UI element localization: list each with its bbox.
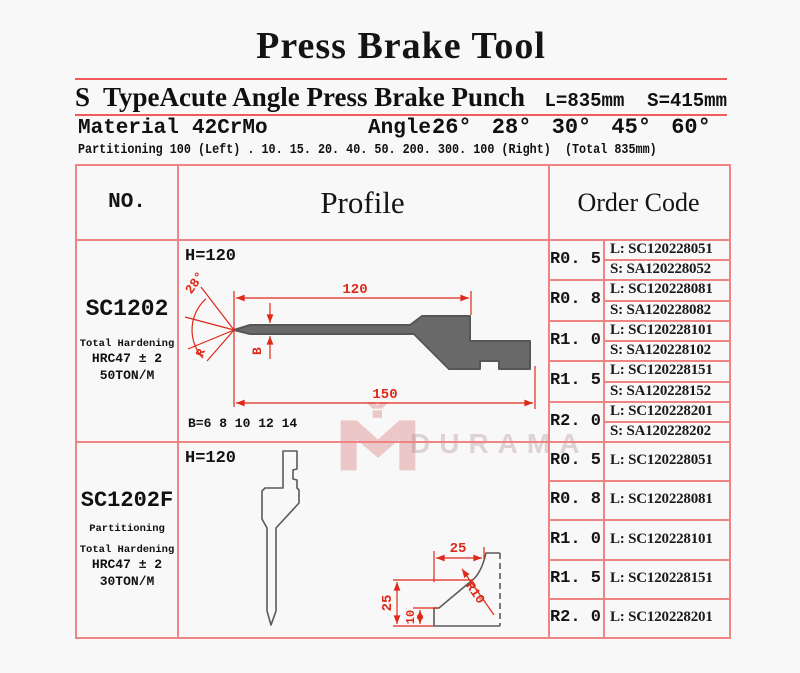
blade-widths-note: B=6 8 10 12 14 (188, 416, 297, 431)
length-specs: L=835mm S=415mm (545, 90, 727, 112)
table-line (77, 239, 729, 241)
hardness-note: HRC47 ± 2 (91, 351, 163, 367)
table-line (603, 421, 729, 423)
model-number: SC1202 (85, 296, 169, 323)
product-type-title: S TypeAcute Angle Press Brake Punch (75, 82, 525, 113)
hardening-note: Total Hardening (79, 338, 175, 351)
table-line (603, 239, 605, 637)
dim-relief-radius: R10 (462, 579, 488, 607)
dim-tip-angle: 28° (182, 269, 208, 297)
page-title: Press Brake Tool (256, 25, 546, 67)
dim-total-width: 150 (372, 387, 397, 403)
divider-line-mid (75, 114, 727, 116)
column-header-no: NO. (108, 191, 146, 214)
order-radius-cell: R0. 5 (549, 451, 601, 470)
order-code-cell: L: SC120228201 (610, 609, 713, 625)
dim-top-width: 120 (342, 282, 367, 298)
order-radius-cell: R0. 8 (549, 290, 601, 309)
table-line (548, 279, 729, 281)
table-line (548, 401, 729, 403)
order-code-cell: L: SC120228151 (610, 570, 713, 586)
table-line (177, 166, 179, 637)
segment-spec: S=415mm (647, 90, 727, 112)
table-line (603, 300, 729, 302)
watermark-text: DURAMA (410, 428, 589, 459)
table-line (77, 441, 729, 443)
order-code-cell: L: SC120228051 (610, 240, 713, 257)
length-spec: L=835mm (544, 90, 625, 112)
order-code-cell: L: SC120228081 (610, 491, 713, 507)
order-radius-cell: R1. 0 (549, 330, 601, 350)
tonnage-note: 30TON/M (99, 573, 155, 589)
no-cell-sc1202: SC1202 Total Hardening HRC47 ± 2 50TON/M (77, 239, 177, 441)
dim-shoulder-width: 25 (450, 541, 467, 557)
profile-drawing-sc1202f: H=120 25 25 10 R10 (185, 449, 501, 627)
tonnage-note: 50TON/M (99, 367, 155, 383)
dim-shoulder-height: 25 (380, 595, 396, 612)
order-radius-cell: R2. 0 (549, 608, 601, 627)
table-line (603, 340, 729, 342)
order-radius-cell: R0. 8 (549, 490, 601, 509)
height-label: H=120 (185, 247, 236, 266)
height-label: H=120 (185, 449, 236, 468)
order-radius-cell: R1. 5 (549, 569, 601, 588)
punch-outline-view (261, 450, 300, 626)
order-radius-cell: R1. 0 (549, 529, 601, 549)
table-line (603, 381, 729, 383)
dim-tip-radius: R (193, 346, 209, 358)
order-code-cell: L: SC120228101 (610, 530, 713, 547)
order-code-cell: L: SC120228101 (610, 321, 713, 338)
profile-drawing-sc1202: H=120 120 150 28° R B B=6 8 10 12 (182, 247, 536, 431)
no-cell-sc1202f: SC1202F Partitioning Total Hardening HRC… (77, 441, 177, 637)
table-line (548, 559, 729, 561)
table-line (548, 519, 729, 521)
angle-label: Angle (368, 117, 432, 140)
order-code-cell: L: SC120228151 (610, 362, 713, 378)
column-header-order-code: Order Code (577, 187, 700, 217)
punch-side-view (233, 315, 531, 370)
model-number: SC1202F (80, 488, 174, 514)
angle-values: 26° 28° 30° 45° 60° (432, 115, 711, 140)
material-label: Material (78, 117, 179, 140)
hardening-note: Total Hardening (79, 544, 175, 557)
type-label: S Type (75, 82, 160, 112)
partitioning-note: Partitioning 100 (Left) . 10. 15. 20. 40… (78, 142, 657, 158)
table-line (548, 320, 729, 322)
table-line (548, 598, 729, 600)
order-code-cell: S: SA120228102 (610, 341, 711, 358)
subtitle-row: S TypeAcute Angle Press Brake Punch L=83… (75, 82, 727, 113)
dim-relief-height: 10 (404, 610, 418, 624)
order-code-cell: L: SC120228201 (610, 402, 713, 419)
dimension-lines (184, 286, 536, 409)
order-radius-cell: R2. 0 (549, 411, 601, 431)
order-code-cell: L: SC120228081 (610, 281, 713, 297)
order-code-cell: S: SA120228152 (610, 382, 711, 399)
product-name: Acute Angle Press Brake Punch (159, 82, 526, 112)
column-header-profile: Profile (320, 184, 405, 220)
order-code-cell: S: SA120228082 (610, 301, 711, 318)
order-radius-cell: R0. 5 (549, 249, 601, 269)
table-line (603, 259, 729, 261)
material-value: 42CrMo (192, 117, 268, 140)
order-code-cell: S: SA120228052 (610, 260, 711, 277)
order-radius-cell: R1. 5 (549, 371, 601, 390)
dim-blade-width: B (250, 347, 265, 355)
hardness-note: HRC47 ± 2 (91, 557, 163, 573)
partitioning-label: Partitioning (89, 523, 165, 536)
table-line (548, 360, 729, 362)
dimension-lines (393, 547, 495, 627)
order-code-cell: S: SA120228202 (610, 422, 711, 439)
table-line (548, 480, 729, 482)
spec-table: NO. Profile Order Code SC1202 Total Hard… (75, 164, 731, 639)
order-code-cell: L: SC120228051 (610, 452, 713, 468)
divider-line-top (75, 78, 727, 80)
